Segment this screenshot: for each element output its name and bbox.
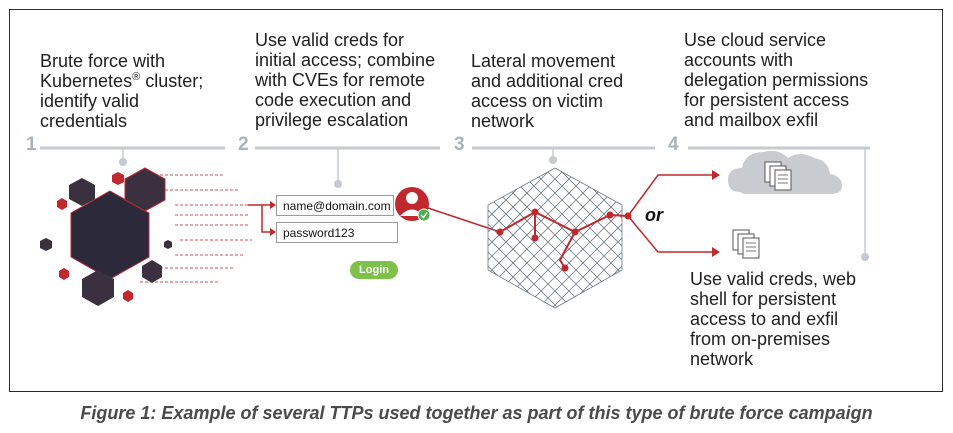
login-button[interactable]: Login bbox=[350, 261, 398, 279]
step-2-line-3: with CVEs for remote bbox=[255, 70, 426, 90]
step-2-line-2: initial access; combine bbox=[255, 50, 436, 70]
username-field[interactable]: name@domain.com bbox=[276, 195, 394, 216]
timeline-dot-1 bbox=[119, 158, 127, 166]
step-2-line-4: code execution and bbox=[255, 90, 412, 110]
step-3-line-4: network bbox=[471, 111, 535, 131]
step-number-4: 4 bbox=[668, 134, 679, 155]
step-4-line-5: and mailbox exfil bbox=[684, 110, 819, 130]
onprem-line-1: Use valid creds, web bbox=[690, 269, 857, 289]
step-4-line-4: for persistent access bbox=[684, 90, 850, 110]
onprem-line-3: access to and exfil bbox=[690, 309, 839, 329]
documents-icon-cloud bbox=[764, 161, 792, 191]
step-3-line-3: access on victim bbox=[471, 91, 604, 111]
step-4-text: Use cloud service accounts with delegati… bbox=[684, 30, 868, 130]
step-4-line-1: Use cloud service bbox=[684, 30, 827, 50]
step-2-line-1: Use valid creds for bbox=[255, 30, 405, 50]
step-4-line-2: accounts with bbox=[684, 50, 794, 70]
onprem-line-4: from on-premises bbox=[690, 329, 831, 349]
step-3-line-1: Lateral movement bbox=[471, 51, 616, 71]
onprem-text: Use valid creds, web shell for persisten… bbox=[690, 269, 856, 369]
timeline-dot-4 bbox=[861, 253, 869, 261]
timeline-dot-2 bbox=[334, 180, 342, 188]
cluster-word: cluster; bbox=[140, 71, 204, 91]
step-4-line-3: delegation permissions bbox=[684, 70, 869, 90]
timeline-dot-3 bbox=[549, 156, 557, 164]
step-1-line-2: Kubernetes® cluster; bbox=[40, 71, 203, 91]
hexagon-cluster-icon bbox=[40, 167, 252, 306]
registered-mark: ® bbox=[132, 71, 141, 83]
step-1-line-4: credentials bbox=[40, 111, 128, 131]
step-number-3: 3 bbox=[454, 134, 465, 155]
step-2-text: Use valid creds for initial access; comb… bbox=[255, 30, 435, 130]
or-label: or bbox=[645, 205, 663, 225]
form-connectors bbox=[248, 201, 276, 236]
documents-icon-onprem bbox=[732, 229, 760, 259]
user-avatar-icon bbox=[395, 187, 431, 222]
step-1-line-1: Brute force with bbox=[40, 51, 166, 71]
step-3-line-2: and additional cred bbox=[471, 71, 624, 91]
kubernetes-word: Kubernetes bbox=[40, 71, 133, 91]
arrow-head-onprem bbox=[712, 247, 720, 257]
step-1-line-3: identify valid bbox=[40, 91, 140, 111]
split-arrows bbox=[627, 174, 712, 253]
arrow-head-cloud bbox=[712, 170, 720, 180]
figure-caption: Figure 1: Example of several TTPs used t… bbox=[80, 403, 873, 423]
step-number-1: 1 bbox=[26, 134, 37, 155]
lateral-connector bbox=[427, 207, 501, 233]
step-3-text: Lateral movement and additional cred acc… bbox=[471, 51, 623, 131]
password-field[interactable]: password123 bbox=[276, 222, 398, 243]
onprem-line-5: network bbox=[690, 349, 754, 369]
step-1-text: Brute force with Kubernetes® cluster; id… bbox=[40, 51, 203, 131]
onprem-line-2: shell for persistent bbox=[690, 289, 837, 309]
step-2-line-5: privilege escalation bbox=[255, 110, 409, 130]
step-number-2: 2 bbox=[238, 134, 249, 155]
